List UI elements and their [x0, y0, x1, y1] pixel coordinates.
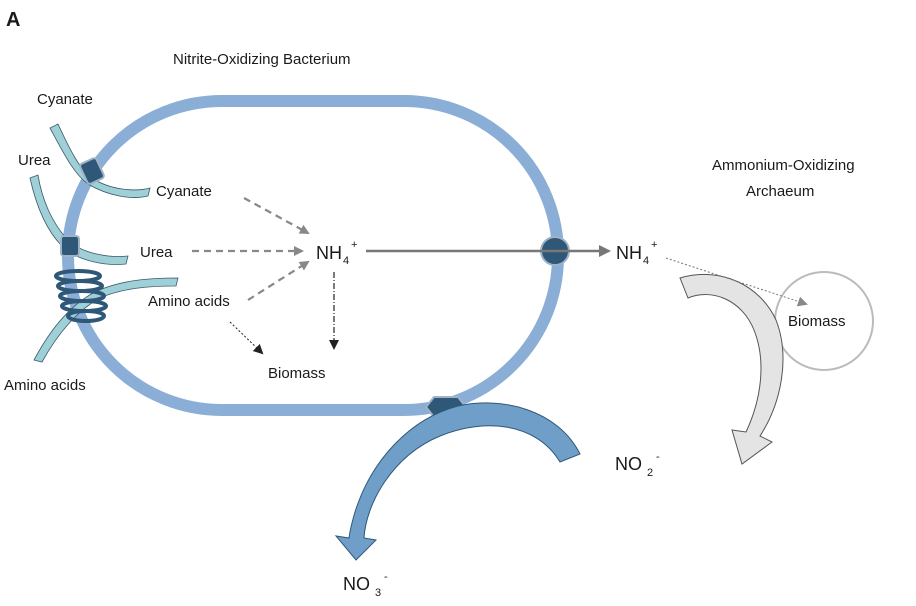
nitrite-sub: 2: [647, 467, 653, 479]
archaeon-title-line2: Archaeum: [746, 183, 814, 200]
cyanate-transporter: [79, 157, 105, 185]
nitrite-sup: -: [656, 451, 660, 463]
amino-acid-transporter: [54, 269, 108, 323]
archaeon-ammonia-oxidation-arrow: [679, 274, 784, 465]
amino-acids-to-biomass-arrow: [229, 321, 264, 355]
nitrite-oxidation-arrow: [334, 402, 581, 561]
cell-title: Nitrite-Oxidizing Bacterium: [173, 51, 351, 68]
ammonium-out-sup: +: [651, 239, 657, 251]
urea-uptake-arrow: [29, 174, 129, 265]
panel-label: A: [6, 9, 20, 31]
nitrate-main: NO: [343, 574, 370, 594]
inside-cyanate-label: Cyanate: [156, 183, 212, 200]
ammonium-sub: 4: [343, 255, 349, 267]
ammonium-main: NH: [316, 243, 342, 263]
external-ammonium: NH 4 +: [616, 239, 657, 267]
nitrite-label: NO 2 -: [615, 451, 660, 479]
ammonium-out-sub: 4: [643, 255, 649, 267]
urea-transporter: [60, 235, 80, 257]
cyanate-to-ammonium-arrow: [243, 197, 310, 234]
nitrate-sup: -: [384, 571, 388, 583]
inside-biomass-label: Biomass: [268, 365, 326, 382]
archaeon-biomass-label: Biomass: [788, 313, 846, 330]
inside-amino-acids-label: Amino acids: [148, 293, 230, 310]
amino-acids-to-ammonium-arrow: [247, 260, 310, 301]
inside-urea-label: Urea: [140, 244, 173, 261]
outside-amino-acids-label: Amino acids: [4, 377, 86, 394]
ammonium-sup: +: [351, 239, 357, 251]
amino-acid-uptake-arrow: [33, 277, 179, 363]
archaeon-title-line1: Ammonium-Oxidizing: [712, 157, 855, 174]
nitrite-main: NO: [615, 454, 642, 474]
nitrate-label: NO 3 -: [343, 571, 388, 599]
ammonium-to-archaeon-biomass-arrow: [665, 257, 808, 307]
nitrate-sub: 3: [375, 587, 381, 599]
ammonium-out-main: NH: [616, 243, 642, 263]
outside-urea-label: Urea: [18, 152, 51, 169]
internal-ammonium: NH 4 +: [316, 239, 357, 267]
outside-cyanate-label: Cyanate: [37, 91, 93, 108]
